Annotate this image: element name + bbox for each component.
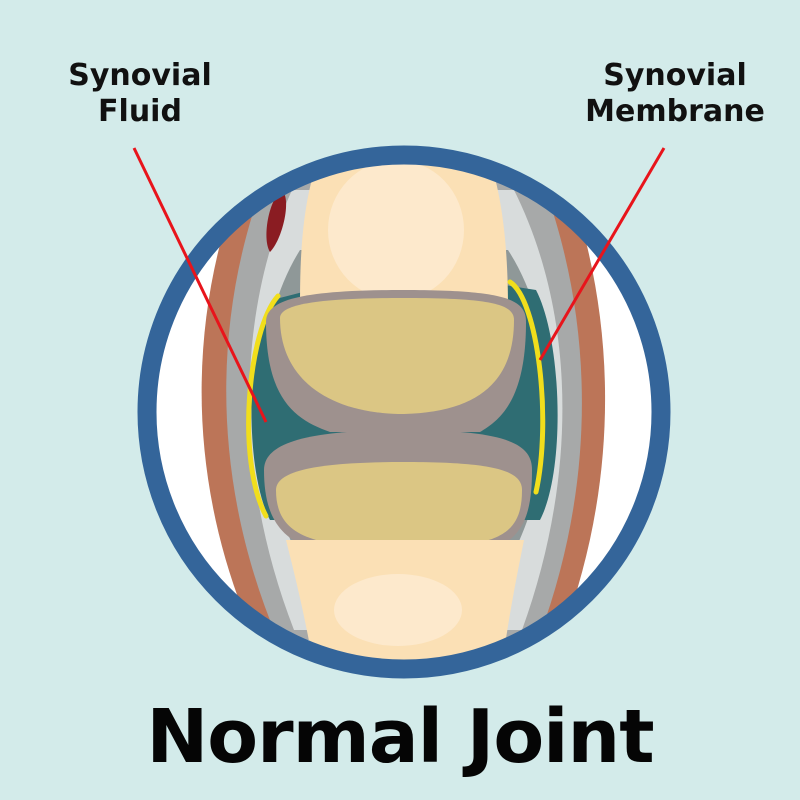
pointer-line-fluid bbox=[132, 147, 268, 423]
page-title: Normal Joint bbox=[146, 694, 654, 780]
synovial-membrane-label-line2: Membrane bbox=[585, 94, 765, 129]
synovial-membrane-label: Synovial Membrane bbox=[560, 58, 790, 130]
synovial-membrane-label-line1: Synovial bbox=[603, 58, 747, 93]
synovial-fluid-label-line1: Synovial bbox=[68, 58, 212, 93]
lower-cartilage-surface bbox=[276, 462, 522, 548]
synovial-membrane bbox=[246, 293, 281, 519]
lower-bone-marrow bbox=[334, 574, 462, 646]
synovial-membrane bbox=[507, 279, 546, 495]
pointer-line-membrane bbox=[538, 147, 666, 361]
upper-bone-marrow bbox=[328, 164, 464, 300]
blood-vessel bbox=[266, 190, 287, 252]
frame-ring bbox=[137, 145, 671, 679]
synovial-fluid-label-line2: Fluid bbox=[98, 94, 182, 129]
joint-illustration bbox=[201, 164, 606, 660]
upper-cartilage-surface bbox=[280, 298, 514, 414]
synovial-fluid-label: Synovial Fluid bbox=[40, 58, 240, 130]
